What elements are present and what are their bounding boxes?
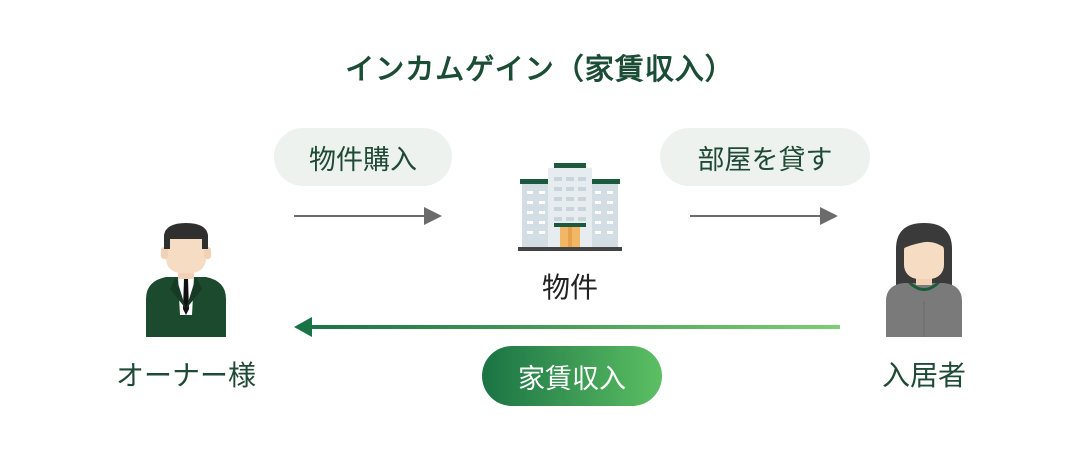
property-label: 物件 <box>541 271 598 304</box>
tenant-avatar-icon <box>886 223 962 337</box>
tenant-label: 入居者 <box>881 359 966 392</box>
owner-label: オーナー様 <box>115 359 256 392</box>
income-pill: 家賃収入 <box>482 346 662 406</box>
purchase-pill: 物件購入 <box>274 128 452 186</box>
income-flow-arrow <box>294 317 840 337</box>
building-icon <box>518 163 622 251</box>
lend-pill: 部屋を貸す <box>660 128 870 186</box>
arrow-property-to-tenant <box>690 207 838 225</box>
arrow-owner-to-property <box>294 207 442 225</box>
owner-avatar-icon <box>146 223 226 337</box>
diagram-title: インカムゲイン（家賃収入） <box>345 52 735 86</box>
